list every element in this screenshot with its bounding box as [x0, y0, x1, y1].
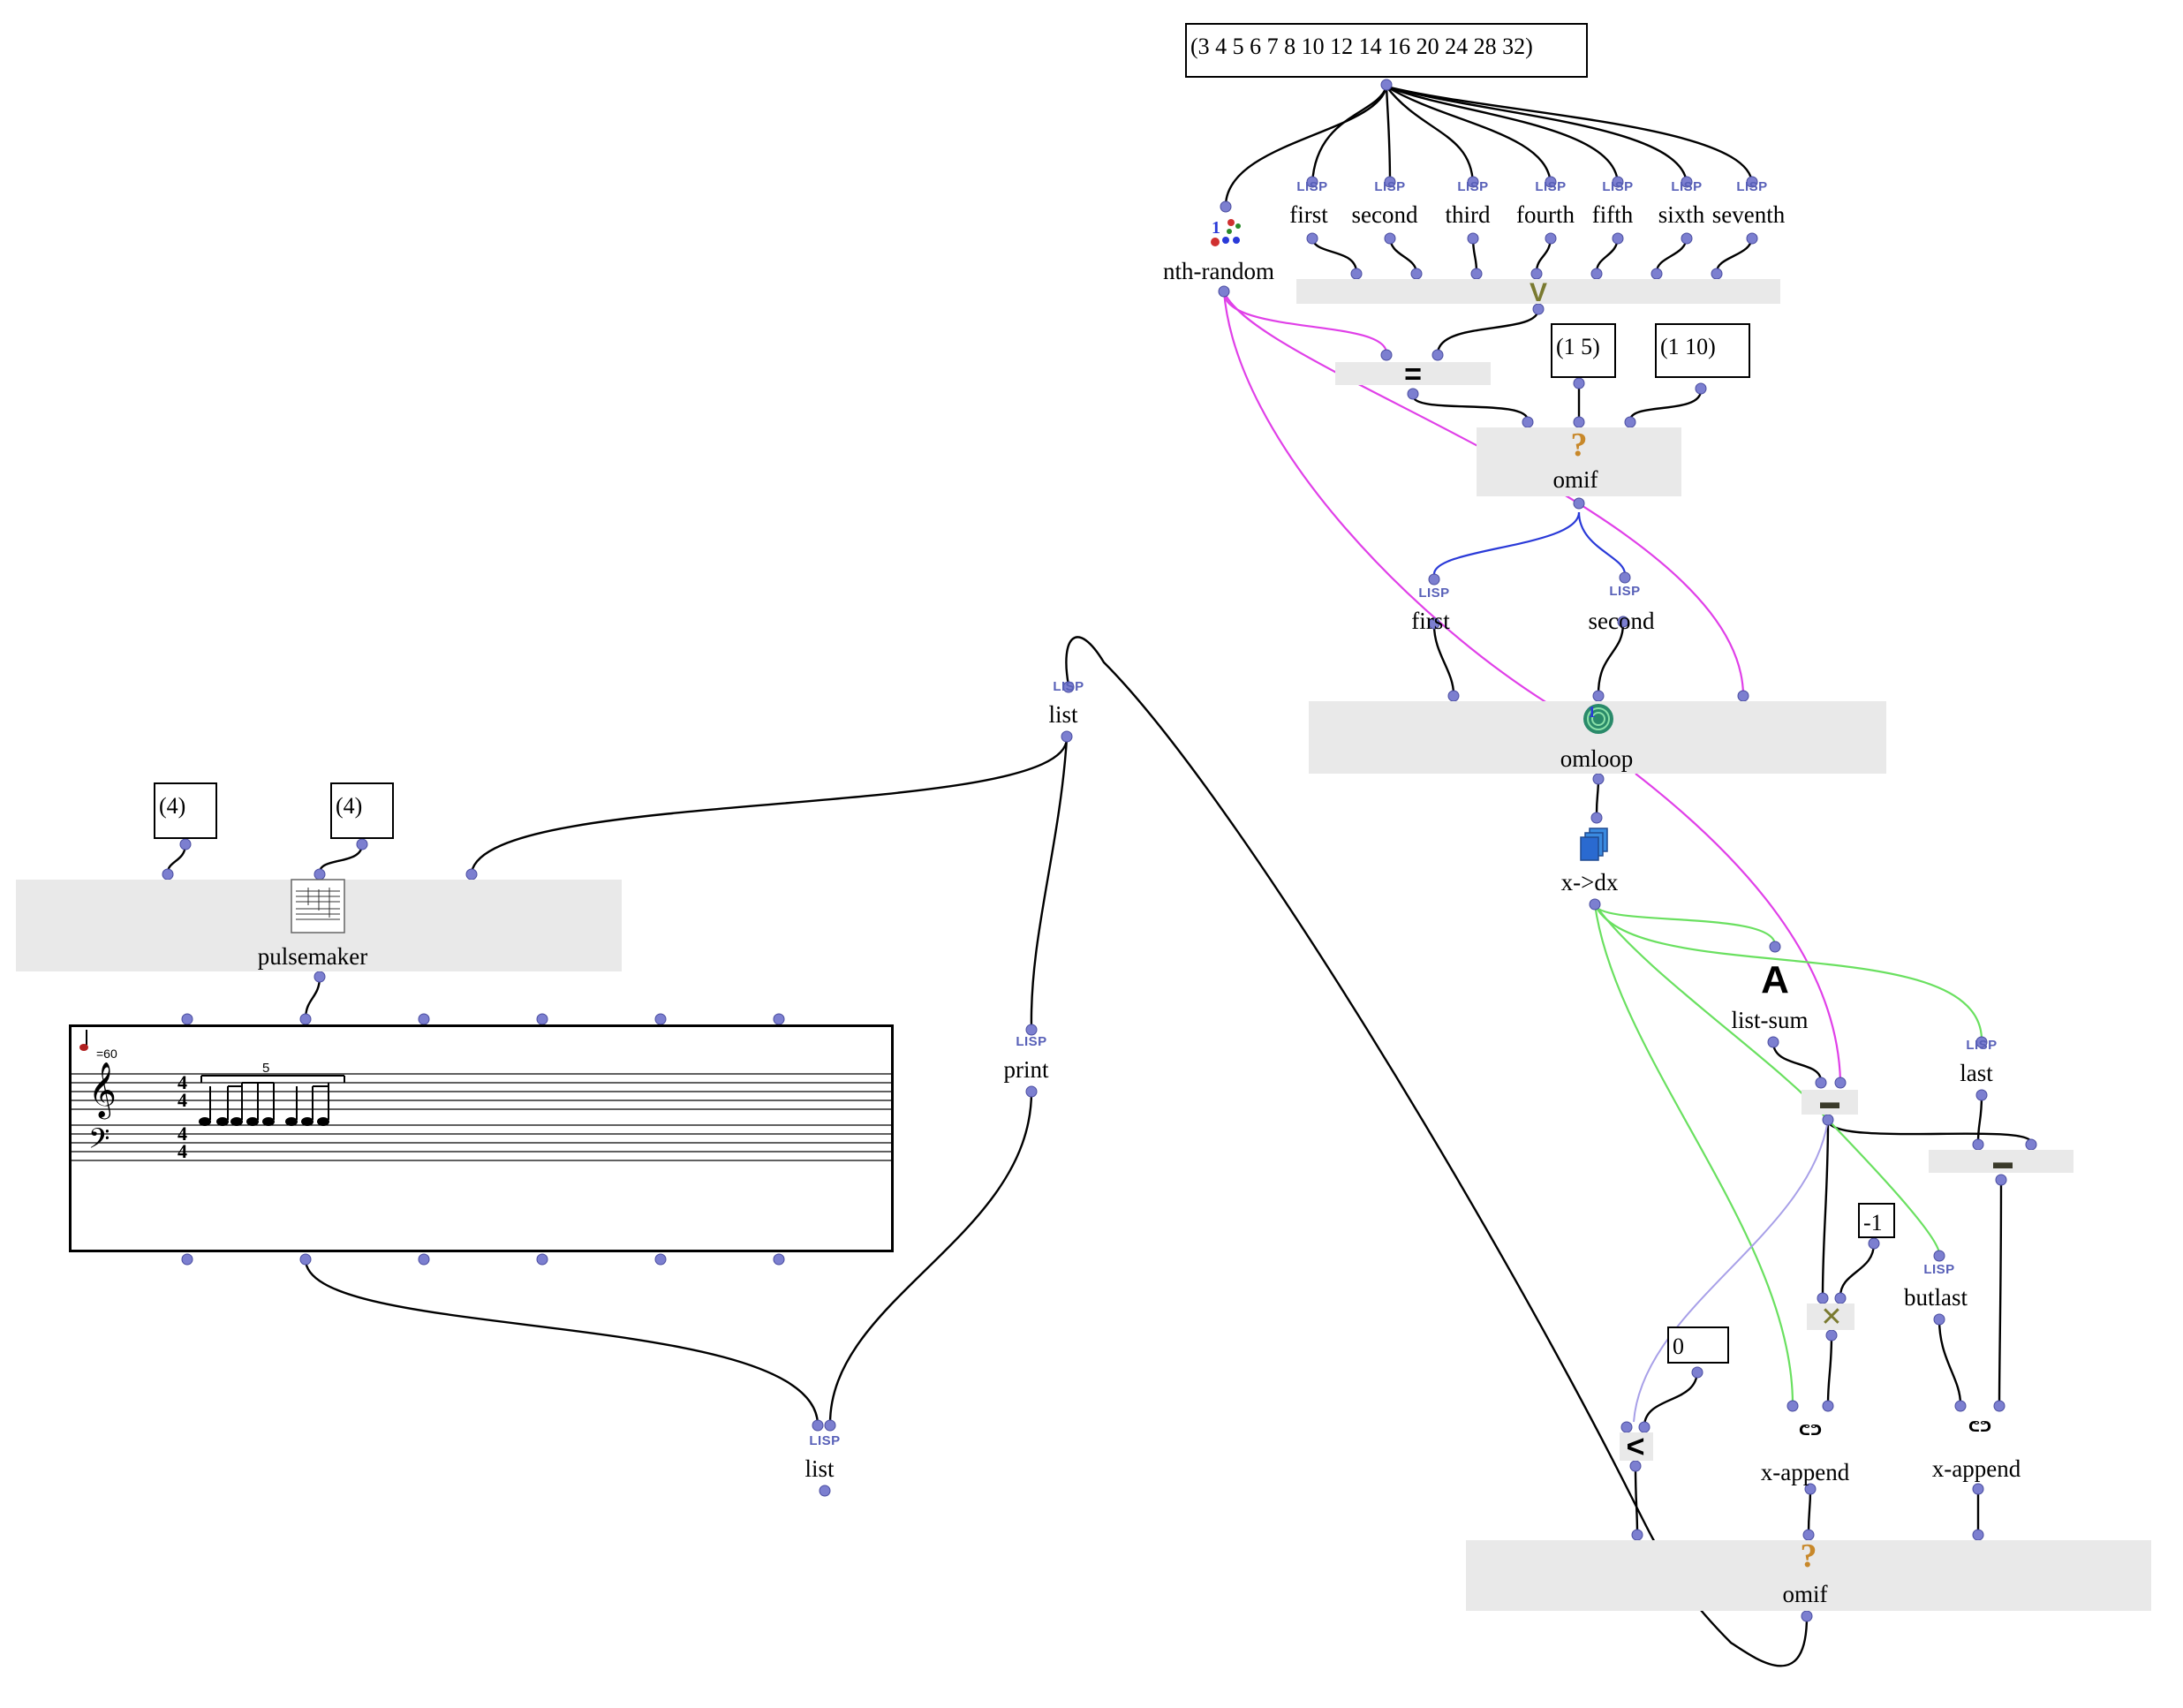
omif-label-2: omif: [1782, 1581, 1828, 1607]
append-bracket-icon[interactable]: ᕦᕤ: [1798, 1422, 1823, 1439]
function-first[interactable]: first: [1289, 201, 1328, 228]
omif-box[interactable]: [1477, 427, 1681, 496]
equal-symbol: =: [1404, 358, 1422, 391]
nth-random-dice-icon[interactable]: 1: [1208, 214, 1243, 253]
function-fourth[interactable]: fourth: [1516, 201, 1575, 228]
function-second[interactable]: second: [1351, 201, 1418, 228]
function-second-2[interactable]: second: [1588, 608, 1655, 634]
lisp-tag: LISP: [1966, 1038, 1998, 1053]
function-seventh[interactable]: seventh: [1711, 201, 1786, 228]
or-symbol: V: [1529, 278, 1548, 307]
time-sig-bass-top: 4: [178, 1122, 187, 1145]
function-print[interactable]: print: [1003, 1056, 1049, 1083]
list-sum-label: list-sum: [1731, 1007, 1809, 1033]
score-thumbnail-icon: [291, 879, 345, 937]
question-mark-icon: ?: [1800, 1538, 1817, 1575]
minus-box[interactable]: [1802, 1090, 1858, 1115]
times-box[interactable]: [1807, 1304, 1854, 1330]
equal-box[interactable]: [1335, 362, 1491, 385]
less-than-symbol: <: [1626, 1428, 1645, 1464]
omloop-label: omloop: [1560, 745, 1634, 772]
function-fifth[interactable]: fifth: [1591, 201, 1634, 228]
function-butlast[interactable]: butlast: [1904, 1284, 1968, 1311]
or-box[interactable]: [1296, 279, 1780, 304]
minus-symbol: ▬: [1820, 1091, 1839, 1113]
lisp-tag: LISP: [1535, 179, 1567, 194]
stacked-blue-pages-icon[interactable]: [1577, 827, 1613, 865]
x-append-label-2: x-append: [1931, 1455, 2021, 1482]
list-value-box[interactable]: (3 4 5 6 7 8 10 12 14 16 20 24 28 32): [1185, 23, 1588, 78]
minus-symbol-2: ▬: [1993, 1151, 2013, 1173]
value-box-neg-one[interactable]: -1: [1858, 1203, 1895, 1238]
tempo-mark: =60: [96, 1047, 117, 1061]
omif-label: omif: [1552, 466, 1598, 493]
lisp-tag: LISP: [1296, 179, 1328, 194]
pulsemaker-label: pulsemaker: [257, 943, 368, 970]
question-mark-icon: ?: [1570, 427, 1588, 464]
value-box-zero[interactable]: 0: [1667, 1326, 1729, 1364]
times-symbol: ✕: [1820, 1302, 1843, 1333]
lisp-tag: LISP: [1609, 584, 1641, 599]
minus-box-2[interactable]: [1929, 1150, 2073, 1173]
score-editor[interactable]: 𝄞 𝄢 =60 4 4 4 4 5: [69, 1024, 894, 1252]
loop-spiral-icon: 1: [1581, 701, 1616, 740]
svg-text:𝄞: 𝄞: [88, 1062, 117, 1120]
function-list[interactable]: list: [1048, 701, 1078, 728]
omif-box-2[interactable]: [1466, 1540, 2151, 1611]
function-third[interactable]: third: [1445, 201, 1491, 228]
time-sig-treble-bottom: 4: [178, 1089, 187, 1111]
nth-random-label: nth-random: [1163, 258, 1274, 284]
lisp-tag: LISP: [1671, 179, 1703, 194]
lisp-tag: LISP: [1457, 179, 1489, 194]
lisp-tag: LISP: [1736, 179, 1768, 194]
x-dx-label: x->dx: [1560, 869, 1619, 896]
function-list-2[interactable]: list: [804, 1455, 835, 1482]
svg-text:1: 1: [1212, 218, 1220, 238]
function-last[interactable]: last: [1960, 1060, 1993, 1086]
value-box-1-5[interactable]: (1 5): [1551, 323, 1616, 378]
value-box-4a[interactable]: (4): [154, 782, 217, 839]
svg-text:𝄢: 𝄢: [88, 1122, 110, 1161]
lisp-tag: LISP: [1923, 1262, 1955, 1277]
lisp-tag: LISP: [1418, 586, 1450, 601]
time-sig-treble-top: 4: [178, 1071, 187, 1093]
bold-a-icon[interactable]: A: [1761, 958, 1789, 1001]
value-box-4b[interactable]: (4): [330, 782, 394, 839]
lisp-tag: LISP: [1374, 179, 1406, 194]
function-sixth[interactable]: sixth: [1658, 201, 1705, 228]
lisp-tag: LISP: [1602, 179, 1634, 194]
value-box-1-10[interactable]: (1 10): [1655, 323, 1750, 378]
tuplet-number: 5: [262, 1061, 270, 1076]
function-first-2[interactable]: first: [1411, 608, 1450, 634]
lisp-tag: LISP: [809, 1433, 841, 1448]
lisp-tag: LISP: [1016, 1034, 1047, 1049]
time-sig-bass-bottom: 4: [178, 1140, 187, 1162]
less-than-box[interactable]: [1620, 1432, 1653, 1461]
svg-text:1: 1: [1588, 703, 1596, 721]
x-append-label: x-append: [1760, 1459, 1850, 1485]
append-bracket-icon[interactable]: ᕦᕤ: [1968, 1418, 1992, 1435]
lisp-tag: LISP: [1053, 679, 1084, 694]
